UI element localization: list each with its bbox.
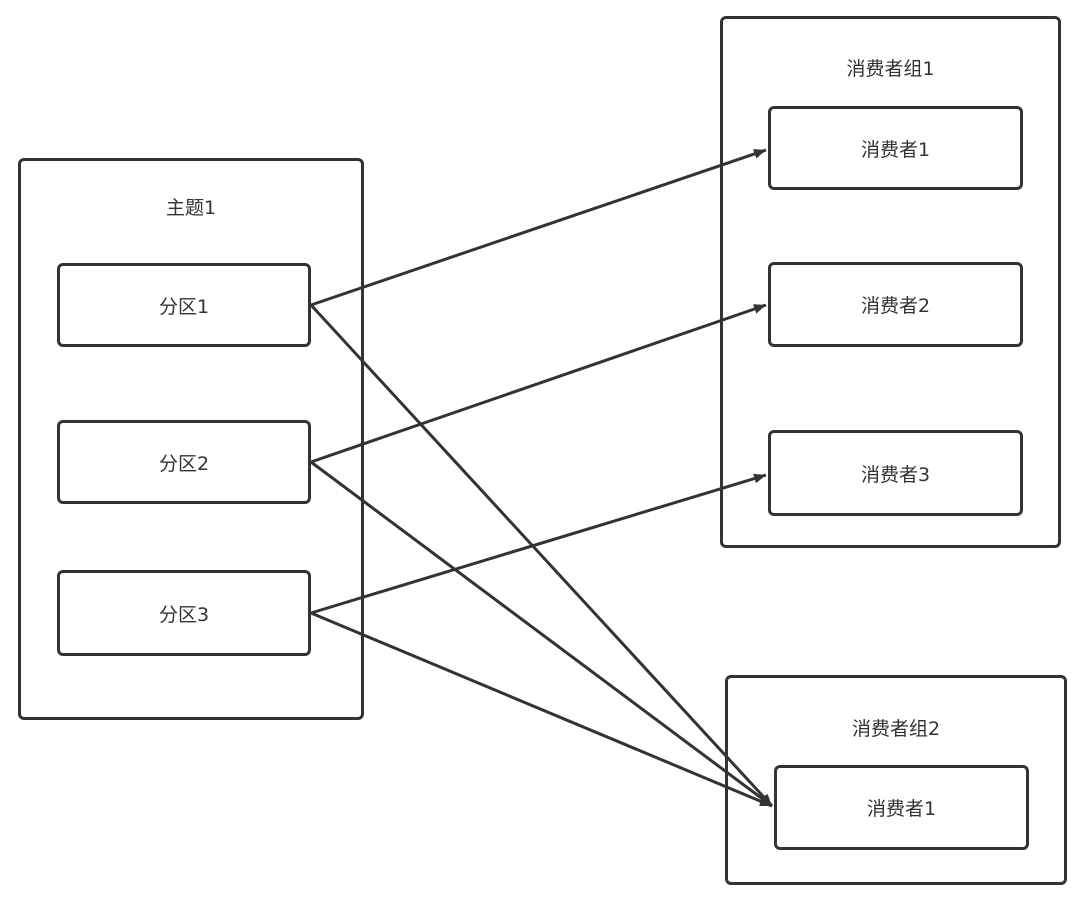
group1-consumer-2[interactable]: 消费者2 bbox=[768, 262, 1023, 347]
edge-p3-g2c1 bbox=[310, 611, 773, 808]
group2-consumer-1[interactable]: 消费者1 bbox=[774, 765, 1029, 850]
partition-1[interactable]: 分区1 bbox=[57, 263, 311, 347]
consumer-group-2-title: 消费者组2 bbox=[851, 718, 941, 740]
topic-title: 主题1 bbox=[165, 197, 217, 219]
edge-p1-g2c1 bbox=[309, 303, 774, 808]
partition-2[interactable]: 分区2 bbox=[57, 420, 311, 504]
group1-consumer-3[interactable]: 消费者3 bbox=[768, 430, 1023, 516]
edge-p2-g1c2 bbox=[310, 303, 767, 464]
edge-p2-g2c1 bbox=[310, 460, 773, 808]
edge-p3-g1c3 bbox=[310, 473, 767, 615]
consumer-group-1-title: 消费者组1 bbox=[846, 58, 935, 80]
edge-p1-g1c1 bbox=[310, 148, 767, 307]
partition-3[interactable]: 分区3 bbox=[57, 570, 311, 656]
group1-consumer-1[interactable]: 消费者1 bbox=[768, 106, 1023, 190]
